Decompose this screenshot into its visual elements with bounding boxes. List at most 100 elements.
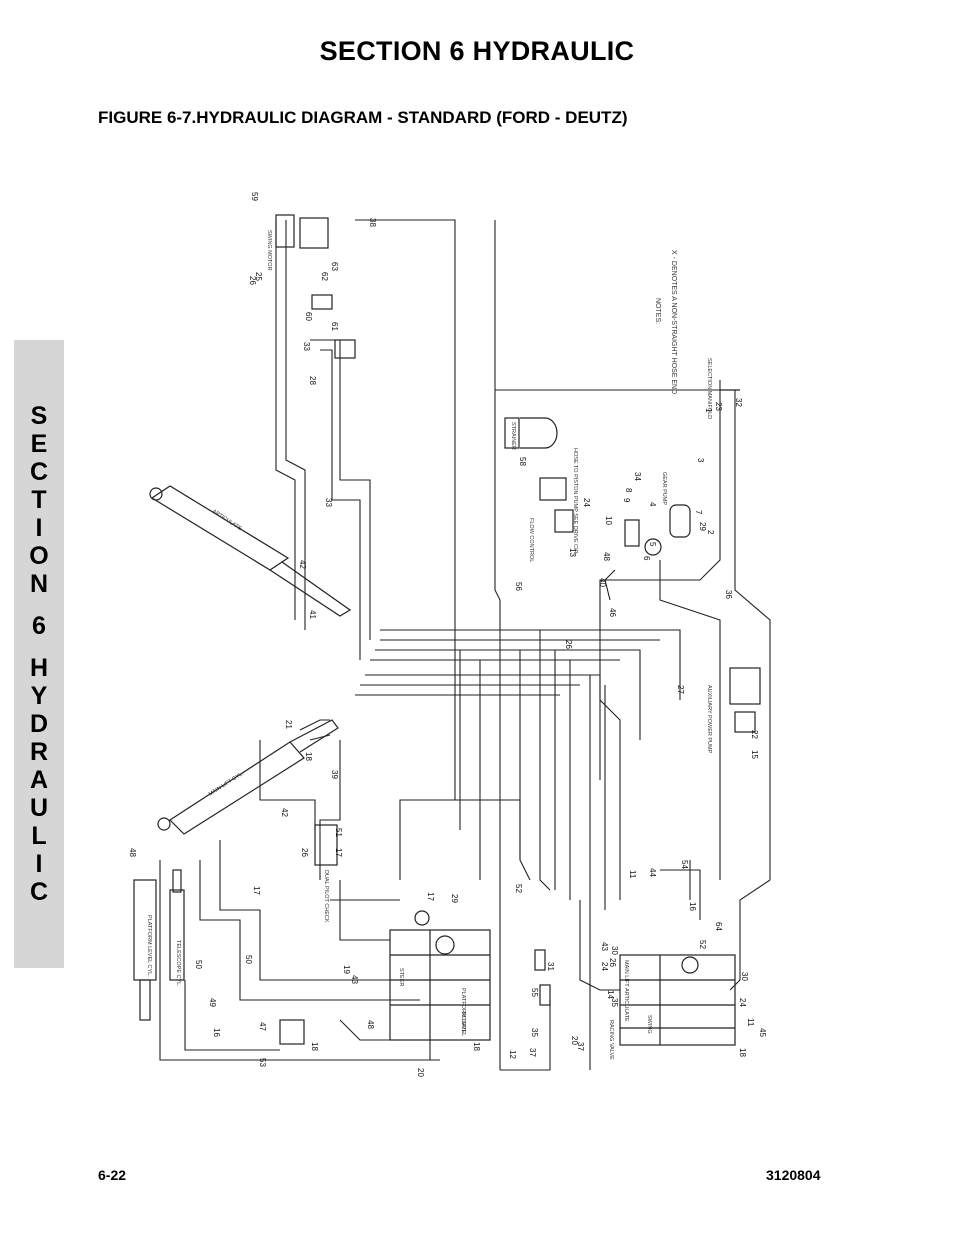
callout-number: 22 [750, 730, 759, 739]
rotate-label: ROTATE [460, 1012, 466, 1034]
side-tab-letter: D [29, 710, 49, 738]
callout-number: 26 [608, 958, 617, 967]
callout-number: 47 [258, 1022, 267, 1031]
hydraulic-diagram: SWING MOTOR ARTICULATE MAIN LIFT CYL. PL… [128, 192, 771, 1077]
callout-number: 34 [633, 472, 642, 481]
callout-number: 26 [300, 848, 309, 857]
callout-number: 52 [698, 940, 707, 949]
aux-pump-body [734, 711, 756, 733]
callout-number: 33 [302, 342, 311, 351]
platform-level-valve-label: PLATFORM LEVEL [460, 988, 466, 1036]
callout-number: 43 [350, 975, 359, 984]
callout-number: 25 [254, 272, 263, 281]
components [133, 214, 761, 1046]
notes-title: NOTES: [654, 298, 661, 324]
articulate-label: ARTICULATE [211, 509, 243, 533]
side-tab-letter: N [29, 570, 49, 598]
articulate-cylinder [150, 485, 290, 571]
telescope-cyl-label: TELESCOPE CYL. [175, 940, 181, 987]
callout-number: 24 [582, 498, 591, 507]
notes-block: NOTES: X - DENOTES A NON-STRAIGHT HOSE E… [654, 250, 677, 394]
side-tab-letter: O [29, 542, 49, 570]
callout-number: 59 [250, 192, 259, 201]
callout-number: 18 [472, 1042, 481, 1051]
gear-pump [669, 504, 691, 538]
callout-number: 1 [704, 408, 713, 413]
callout-number: 44 [648, 868, 657, 877]
callout-number: 18 [310, 1042, 319, 1051]
platform-level-cyl-label: PLATFORM LEVEL CYL. [146, 915, 152, 977]
aux-pump-label: AUXILIARY POWER PUMP [706, 685, 712, 754]
callout-number: 33 [324, 498, 333, 507]
callout-number: 56 [514, 582, 523, 591]
callout-number: 16 [688, 902, 697, 911]
swing-motor-box [275, 214, 295, 248]
callout-number: 20 [416, 1068, 425, 1077]
valve-knob [414, 910, 430, 926]
side-tab-letter: C [29, 458, 49, 486]
steer-label: STEER [398, 968, 404, 986]
callout-number: 42 [298, 560, 307, 569]
hose-to-piston-pump-label: HOSE TO PISTON PUMP SEE DRIVE CIR. [572, 448, 578, 556]
callout-number: 62 [320, 272, 329, 281]
side-tab-letter: T [31, 486, 47, 514]
callout-number: 18 [304, 752, 313, 761]
callout-number: 9 [622, 498, 631, 503]
swing-label: SWING [646, 1015, 652, 1034]
callout-number: 14 [606, 990, 615, 999]
callout-number: 15 [750, 750, 759, 759]
page-number: 6-22 [98, 1167, 127, 1183]
callout-number: 10 [604, 516, 613, 525]
side-tab-letter: 6 [32, 612, 46, 640]
callout-number: 21 [284, 720, 293, 729]
side-tab-letter: H [29, 654, 49, 682]
articulate-valve-label: ARTICULATE [623, 988, 629, 1022]
callout-number: 30 [610, 946, 619, 955]
counterbalance-valve [279, 1019, 305, 1045]
callout-number: 35 [530, 1028, 539, 1037]
swing-motor-label: SWING MOTOR [266, 230, 272, 271]
cylinder-pin [149, 487, 163, 501]
callout-number: 20 [570, 1036, 579, 1045]
callout-number: 42 [280, 808, 289, 817]
callout-number: 7 [694, 510, 703, 515]
callout-number: 26 [248, 276, 257, 285]
dual-pilot-check-label: DUAL PILOT CHECK [323, 870, 329, 923]
callout-number: 24 [738, 998, 747, 1007]
component-labels: SWING MOTOR ARTICULATE MAIN LIFT CYL. PL… [146, 230, 712, 1060]
racing-valve-label: RACING VALVE [608, 1020, 614, 1060]
aux-pump-motor [729, 667, 761, 705]
notes-line-1: X - DENOTES A NON-STRAIGHT HOSE END [670, 250, 677, 394]
callout-number: 26 [564, 640, 573, 649]
side-tab-letter: L [31, 822, 47, 850]
callout-number: 17 [334, 848, 343, 857]
callout-number: 5 [648, 542, 657, 547]
callout-number: 49 [208, 998, 217, 1007]
figure-caption: FIGURE 6-7.HYDRAULIC DIAGRAM - STANDARD … [98, 108, 628, 127]
callout-number: 48 [366, 1020, 375, 1029]
side-tab-letter: Y [30, 682, 48, 710]
hose-lines [159, 219, 771, 1071]
flow-restrictor [534, 949, 546, 971]
strainer-tank [520, 417, 558, 449]
flow-restrictor [539, 984, 551, 1006]
callout-number: 58 [518, 457, 527, 466]
main-lift-cylinder [169, 741, 305, 835]
section-side-tab: S E C T I O N 6 H Y D R A U L I C [14, 340, 64, 968]
callout-number: 64 [714, 922, 723, 931]
valve-knob [681, 956, 699, 974]
callout-number: 40 [598, 578, 607, 587]
callout-number: 2 [706, 530, 715, 535]
gear-pump-label: GEAR PUMP [661, 472, 667, 505]
side-tab-letter: I [35, 514, 43, 542]
callout-number: 23 [714, 402, 723, 411]
callout-number: 6 [642, 556, 651, 561]
callout-number: 41 [308, 610, 317, 619]
dual-pilot-check [314, 824, 338, 866]
callout-number: 17 [426, 892, 435, 901]
valve-bank-left [389, 929, 491, 1041]
piston-pump-box [539, 477, 567, 501]
document-number: 3120804 [766, 1167, 821, 1183]
callout-number: 16 [212, 1028, 221, 1037]
